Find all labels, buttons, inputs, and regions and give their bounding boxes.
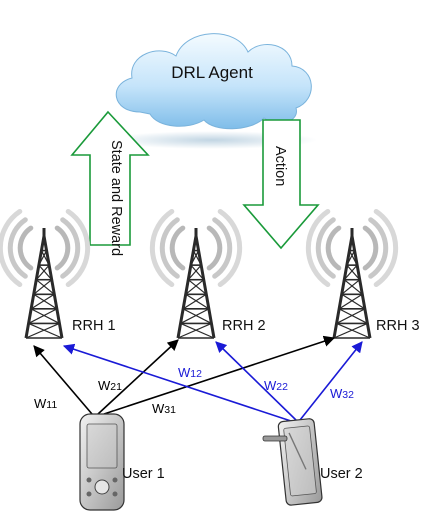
signal-wave-icon	[315, 217, 336, 279]
signal-wave-icon	[206, 225, 223, 271]
signal-wave-icon	[60, 217, 81, 279]
state-reward-label: State and Reward	[108, 140, 124, 256]
rrh-tower-3: RRH 3	[305, 208, 420, 339]
user-2-label: User 2	[320, 466, 363, 482]
signal-wave-icon	[149, 208, 175, 288]
link-arrow-w21	[97, 339, 179, 415]
rrh-label-2: RRH 2	[222, 318, 266, 334]
signal-wave-icon	[169, 225, 186, 271]
link-arrow-w12	[62, 343, 295, 423]
link-label-w11: W11	[34, 396, 57, 411]
signal-wave-icon	[373, 208, 399, 288]
signal-wave-icon	[17, 225, 34, 271]
link-arrow-w31	[103, 335, 336, 415]
action-arrow: Action	[242, 119, 320, 250]
signal-wave-icon	[305, 208, 331, 288]
rrh-tower-2: RRH 2	[149, 208, 266, 339]
tower-icon	[176, 235, 216, 339]
signal-wave-icon	[54, 225, 71, 271]
user-2-device: User 2	[262, 418, 363, 506]
user-1-label: User 1	[122, 466, 165, 482]
tower-icon	[332, 235, 372, 339]
link-label-w31: W31	[152, 401, 176, 416]
state-reward-arrow: State and Reward	[70, 110, 150, 256]
rrh-label-1: RRH 1	[72, 318, 116, 334]
link-label-w12: W12	[178, 365, 202, 380]
signal-wave-icon	[362, 225, 379, 271]
signal-wave-icon	[65, 208, 91, 288]
signal-wave-icon	[325, 225, 342, 271]
signal-wave-icon	[0, 208, 23, 288]
link-label-w32: W32	[330, 386, 354, 401]
link-label-w21: W21	[98, 378, 122, 393]
signal-wave-icon	[159, 217, 180, 279]
link-arrow-w11	[33, 345, 93, 415]
signal-wave-icon	[217, 208, 243, 288]
link-arrow-w32	[299, 341, 363, 421]
towers: RRH 1 RRH 2 RRH 3	[0, 208, 420, 339]
action-label: Action	[272, 146, 288, 186]
signal-wave-icon	[368, 217, 389, 279]
agent-label: DRL Agent	[171, 63, 253, 82]
rrh-tower-1: RRH 1	[0, 208, 116, 339]
rrh-label-3: RRH 3	[376, 318, 420, 334]
link-label-w22: W22	[264, 378, 288, 393]
user-1-device: User 1	[79, 413, 165, 511]
signal-wave-icon	[212, 217, 233, 279]
signal-wave-icon	[7, 217, 28, 279]
link-arrow-w22	[215, 341, 297, 421]
state-reward-line: State and Reward	[108, 140, 124, 256]
tower-icon	[24, 235, 64, 339]
